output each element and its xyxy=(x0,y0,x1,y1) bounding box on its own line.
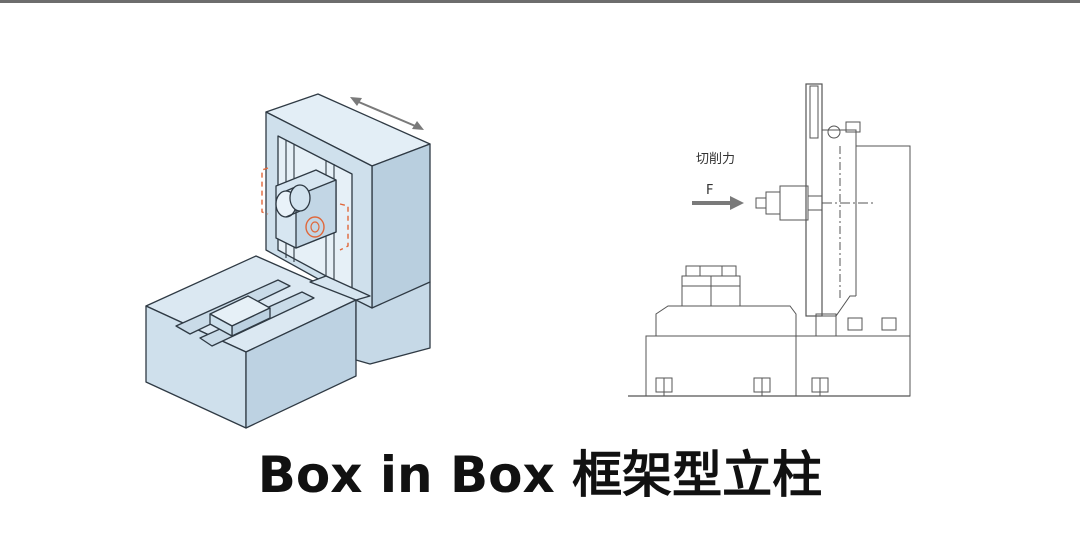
leveling-feet xyxy=(655,377,829,396)
isometric-machine-drawing xyxy=(145,93,431,429)
tool-ring xyxy=(305,216,325,238)
dashed-highlight-frame xyxy=(261,167,349,251)
spindle-head-outline xyxy=(779,185,809,221)
bed-side-face xyxy=(245,299,357,429)
bed-outline xyxy=(645,335,911,397)
figure-caption: Box in Box 框架型立柱 xyxy=(257,446,823,504)
cutting-force-label: 切削力 xyxy=(696,152,735,167)
side-view-drawing xyxy=(628,83,911,397)
column-outline xyxy=(805,83,823,317)
column-right-face xyxy=(371,143,431,309)
cutting-force-arrow xyxy=(692,196,744,210)
top-divider xyxy=(0,0,1080,3)
force-symbol-label: F xyxy=(706,183,713,198)
travel-arrow xyxy=(350,97,424,130)
